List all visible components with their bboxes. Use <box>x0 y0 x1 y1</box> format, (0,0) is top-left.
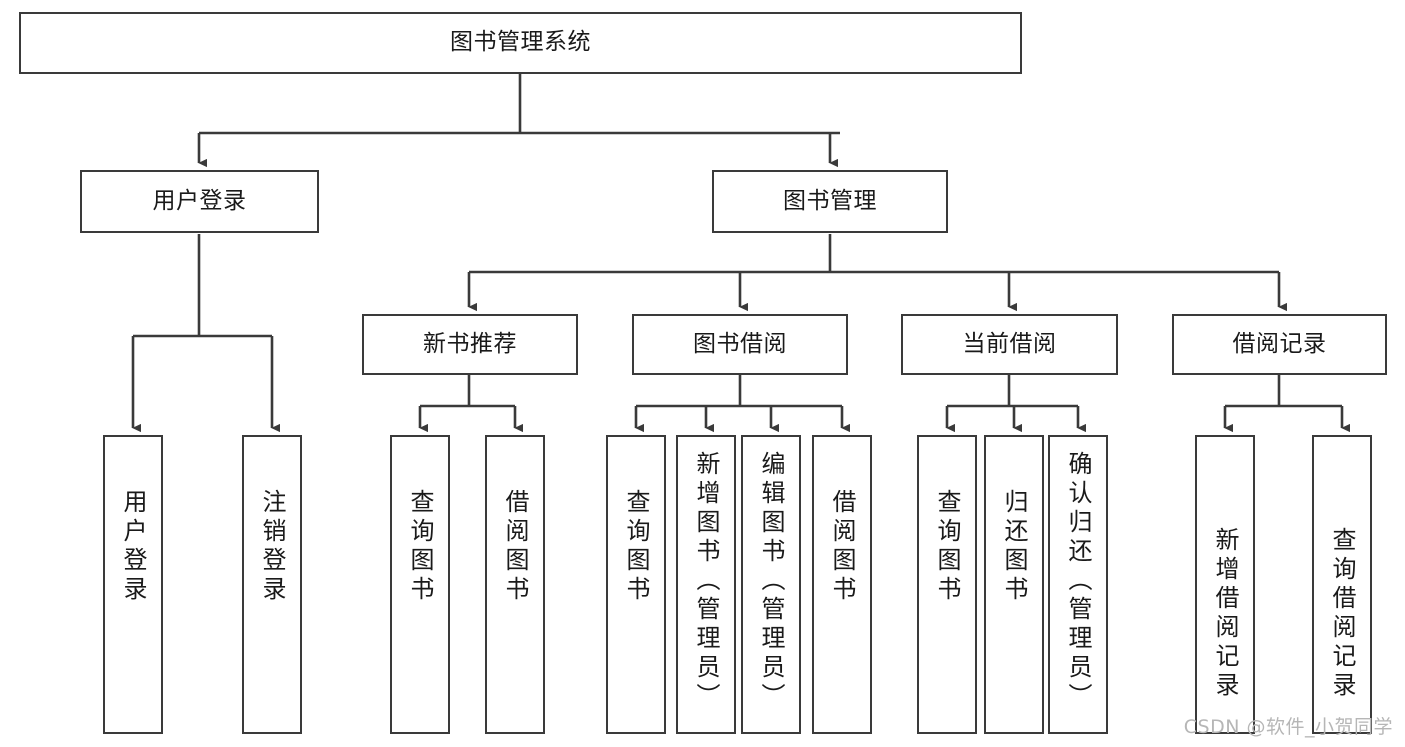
node-leaf-confirm-return-label: 确认归还（管理员） <box>1064 451 1092 712</box>
node-leaf-query-book-2[interactable]: 查询图书 <box>606 435 666 734</box>
node-borrow-record[interactable]: 借阅记录 <box>1172 314 1387 375</box>
node-leaf-borrow-book-1[interactable]: 借阅图书 <box>485 435 545 734</box>
node-leaf-query-book-1-label: 查询图书 <box>406 489 434 605</box>
node-book-manage[interactable]: 图书管理 <box>712 170 948 233</box>
node-leaf-query-book-3-label: 查询图书 <box>933 489 961 605</box>
node-leaf-add-record[interactable]: 新增借阅记录 <box>1195 435 1255 734</box>
node-new-book-recommend[interactable]: 新书推荐 <box>362 314 578 375</box>
node-new-book-recommend-label: 新书推荐 <box>423 330 517 357</box>
node-leaf-user-login-label: 用户登录 <box>119 489 147 605</box>
node-leaf-borrow-book-1-label: 借阅图书 <box>501 489 529 605</box>
csdn-watermark: CSDN @软件_小贺同学 <box>1183 716 1393 738</box>
node-leaf-edit-book[interactable]: 编辑图书（管理员） <box>741 435 801 734</box>
node-leaf-edit-book-label: 编辑图书（管理员） <box>757 451 785 712</box>
node-root[interactable]: 图书管理系统 <box>19 12 1022 74</box>
node-leaf-confirm-return[interactable]: 确认归还（管理员） <box>1048 435 1108 734</box>
node-leaf-add-book-label: 新增图书（管理员） <box>692 451 720 712</box>
node-leaf-borrow-book-2-label: 借阅图书 <box>828 489 856 605</box>
node-user-login[interactable]: 用户登录 <box>80 170 319 233</box>
node-borrow-record-label: 借阅记录 <box>1232 330 1327 357</box>
node-current-borrow-label: 当前借阅 <box>962 330 1057 357</box>
node-leaf-return-book[interactable]: 归还图书 <box>984 435 1044 734</box>
node-leaf-borrow-book-2[interactable]: 借阅图书 <box>812 435 872 734</box>
node-book-borrow-label: 图书借阅 <box>693 330 787 357</box>
node-leaf-query-book-1[interactable]: 查询图书 <box>390 435 450 734</box>
node-leaf-user-logout[interactable]: 注销登录 <box>242 435 302 734</box>
node-user-login-label: 用户登录 <box>152 187 247 214</box>
node-leaf-query-book-2-label: 查询图书 <box>622 489 650 605</box>
node-leaf-add-record-label: 新增借阅记录 <box>1211 527 1239 701</box>
node-leaf-user-logout-label: 注销登录 <box>258 489 286 605</box>
node-leaf-query-record-label: 查询借阅记录 <box>1328 527 1356 701</box>
node-leaf-user-login[interactable]: 用户登录 <box>103 435 163 734</box>
node-root-label: 图书管理系统 <box>450 29 591 56</box>
node-book-borrow[interactable]: 图书借阅 <box>632 314 848 375</box>
node-current-borrow[interactable]: 当前借阅 <box>901 314 1118 375</box>
node-leaf-return-book-label: 归还图书 <box>1000 489 1028 605</box>
node-leaf-add-book[interactable]: 新增图书（管理员） <box>676 435 736 734</box>
node-book-manage-label: 图书管理 <box>783 187 877 214</box>
node-leaf-query-record[interactable]: 查询借阅记录 <box>1312 435 1372 734</box>
node-leaf-query-book-3[interactable]: 查询图书 <box>917 435 977 734</box>
